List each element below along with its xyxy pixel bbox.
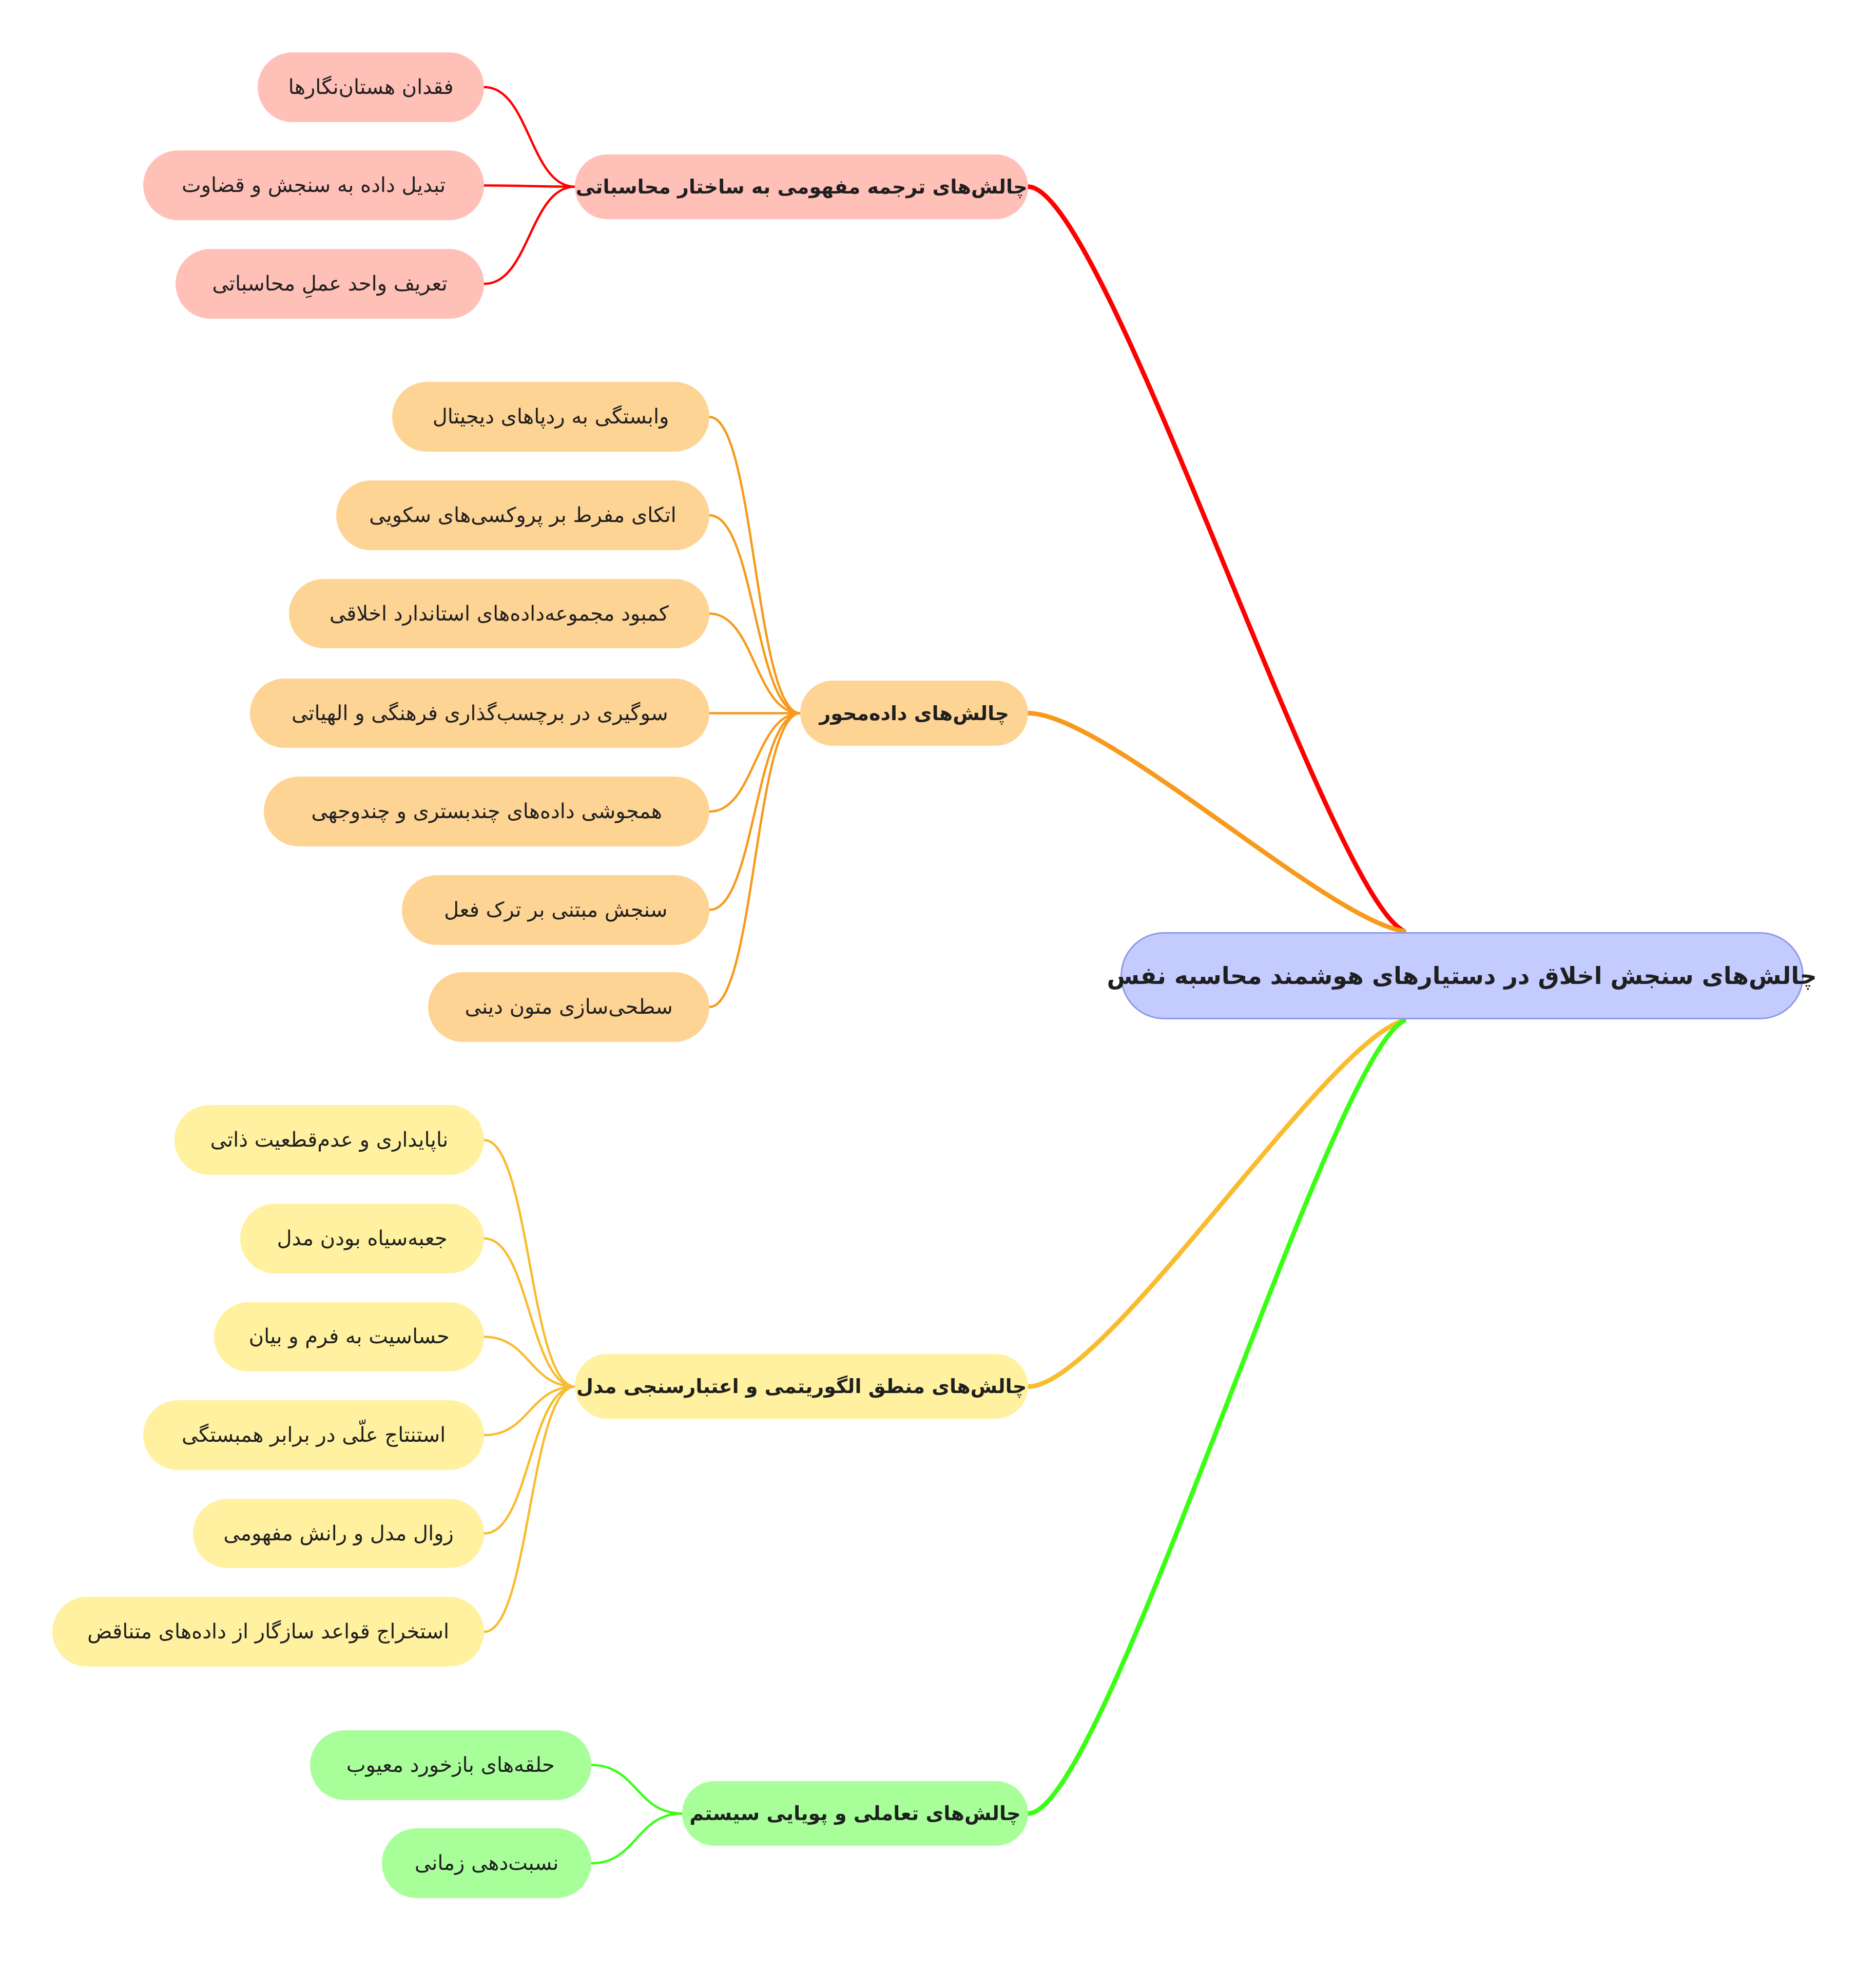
- leaf-connector-2-7: [708, 712, 802, 1009]
- leaf-connector-1-3: [483, 185, 576, 285]
- subtopic-1-1[interactable]: فقدان هستان‌نگارها: [257, 52, 485, 122]
- subtopic-1-3[interactable]: تعریف واحد عملِ محاسباتی: [175, 249, 485, 319]
- subtopic-1-2[interactable]: تبدیل داده به سنجش و قضاوت: [143, 150, 485, 221]
- branch-topic-3-label: چالش‌های منطق الگوریتمی و اعتبارسنجی مدل: [576, 1375, 1027, 1398]
- branch-topic-1-label: چالش‌های ترجمه مفهومی به ساختار محاسباتی: [575, 175, 1028, 198]
- subtopic-2-6-label: سنجش مبتنی بر ترک فعل: [444, 898, 668, 922]
- subtopic-3-6-label: استخراج قواعد سازگار از داده‌های متناقض: [87, 1620, 450, 1644]
- leaf-connector-2-1: [708, 416, 802, 714]
- subtopic-3-2[interactable]: جعبه‌سیاه بودن مدل: [240, 1203, 485, 1273]
- branch-connector-3: [1026, 1018, 1406, 1389]
- leaf-connector-1-1: [483, 86, 576, 188]
- root-topic-label: چالش‌های سنجش اخلاق در دستیارهای هوشمند …: [1107, 962, 1817, 990]
- subtopic-2-4-label: سوگیری در برچسب‌گذاری فرهنگی و الهیاتی: [292, 701, 668, 725]
- branch-connector-1: [1026, 184, 1406, 934]
- subtopic-1-2-label: تبدیل داده به سنجش و قضاوت: [182, 173, 446, 198]
- subtopic-3-4-label: استنتاج علّی در برابر همبستگی: [181, 1423, 446, 1447]
- branch-topic-4-label: چالش‌های تعاملی و پویایی سیستم: [689, 1802, 1021, 1825]
- subtopic-2-5[interactable]: همجوشی داده‌های چندبستری و چندوجهی: [264, 777, 710, 846]
- subtopic-3-3-label: حساسیت به فرم و بیان: [248, 1325, 450, 1349]
- subtopic-1-3-label: تعریف واحد عملِ محاسباتی: [212, 272, 448, 296]
- subtopic-2-2[interactable]: اتکای مفرط بر پروکسی‌های سکویی: [336, 480, 710, 550]
- branch-topic-2-label: چالش‌های داده‌محور: [819, 702, 1009, 725]
- leaf-connector-3-1: [483, 1139, 576, 1388]
- leaf-connector-2-6: [708, 712, 802, 911]
- subtopic-3-2-label: جعبه‌سیاه بودن مدل: [277, 1226, 448, 1250]
- branch-connector-4: [1026, 1018, 1406, 1816]
- root-topic[interactable]: چالش‌های سنجش اخلاق در دستیارهای هوشمند …: [1107, 932, 1817, 1020]
- subtopic-4-1-label: حلقه‌های بازخورد معیوب: [346, 1753, 555, 1777]
- subtopic-2-4[interactable]: سوگیری در برچسب‌گذاری فرهنگی و الهیاتی: [250, 678, 710, 748]
- subtopic-2-3[interactable]: کمبود مجموعه‌داده‌های استاندارد اخلاقی: [288, 578, 710, 649]
- subtopic-2-2-label: اتکای مفرط بر پروکسی‌های سکویی: [369, 503, 676, 527]
- leaf-connector-2-3: [708, 612, 802, 714]
- branch-topic-3[interactable]: چالش‌های منطق الگوریتمی و اعتبارسنجی مدل: [575, 1354, 1029, 1419]
- subtopic-2-7[interactable]: سطحی‌سازی متون دینی: [428, 972, 710, 1042]
- branch-topic-1[interactable]: چالش‌های ترجمه مفهومی به ساختار محاسباتی: [575, 154, 1029, 219]
- subtopic-2-6[interactable]: سنجش مبتنی بر ترک فعل: [402, 875, 710, 945]
- leaf-connector-1-2: [483, 184, 576, 188]
- subtopic-3-5[interactable]: زوال مدل و رانش مفهومی: [192, 1498, 485, 1569]
- leaf-connector-3-3: [483, 1336, 576, 1388]
- leaf-connector-3-4: [483, 1385, 576, 1437]
- subtopic-2-1-label: وابستگی به ردپاهای دیجیتال: [432, 405, 669, 429]
- leaf-connector-3-5: [483, 1385, 576, 1535]
- subtopic-3-1-label: ناپایداری و عدم‌قطعیت ذاتی: [210, 1128, 449, 1152]
- branch-topic-2[interactable]: چالش‌های داده‌محور: [800, 681, 1029, 746]
- subtopic-2-3-label: کمبود مجموعه‌داده‌های استاندارد اخلاقی: [329, 602, 669, 626]
- branch-connector-2: [1026, 711, 1406, 934]
- subtopic-3-6[interactable]: استخراج قواعد سازگار از داده‌های متناقض: [52, 1597, 485, 1667]
- subtopic-4-2[interactable]: نسبت‌دهی زمانی: [382, 1828, 591, 1899]
- subtopic-2-1[interactable]: وابستگی به ردپاهای دیجیتال: [392, 382, 710, 452]
- leaf-connector-2-2: [708, 514, 802, 714]
- subtopic-4-1[interactable]: حلقه‌های بازخورد معیوب: [310, 1730, 591, 1800]
- subtopic-1-1-label: فقدان هستان‌نگارها: [288, 75, 454, 99]
- leaf-connector-3-6: [483, 1385, 576, 1633]
- leaf-connector-2-5: [708, 712, 802, 813]
- branch-topic-4[interactable]: چالش‌های تعاملی و پویایی سیستم: [682, 1781, 1029, 1846]
- subtopic-3-3[interactable]: حساسیت به فرم و بیان: [214, 1302, 485, 1372]
- leaf-connector-4-2: [590, 1812, 684, 1865]
- subtopic-3-4[interactable]: استنتاج علّی در برابر همبستگی: [143, 1400, 485, 1470]
- leaf-connector-4-1: [590, 1764, 684, 1815]
- leaf-connector-3-2: [483, 1237, 576, 1388]
- subtopic-2-5-label: همجوشی داده‌های چندبستری و چندوجهی: [311, 800, 663, 824]
- subtopic-4-2-label: نسبت‌دهی زمانی: [414, 1851, 559, 1876]
- subtopic-2-7-label: سطحی‌سازی متون دینی: [465, 995, 673, 1019]
- subtopic-3-1[interactable]: ناپایداری و عدم‌قطعیت ذاتی: [174, 1105, 485, 1175]
- subtopic-3-5-label: زوال مدل و رانش مفهومی: [223, 1521, 454, 1545]
